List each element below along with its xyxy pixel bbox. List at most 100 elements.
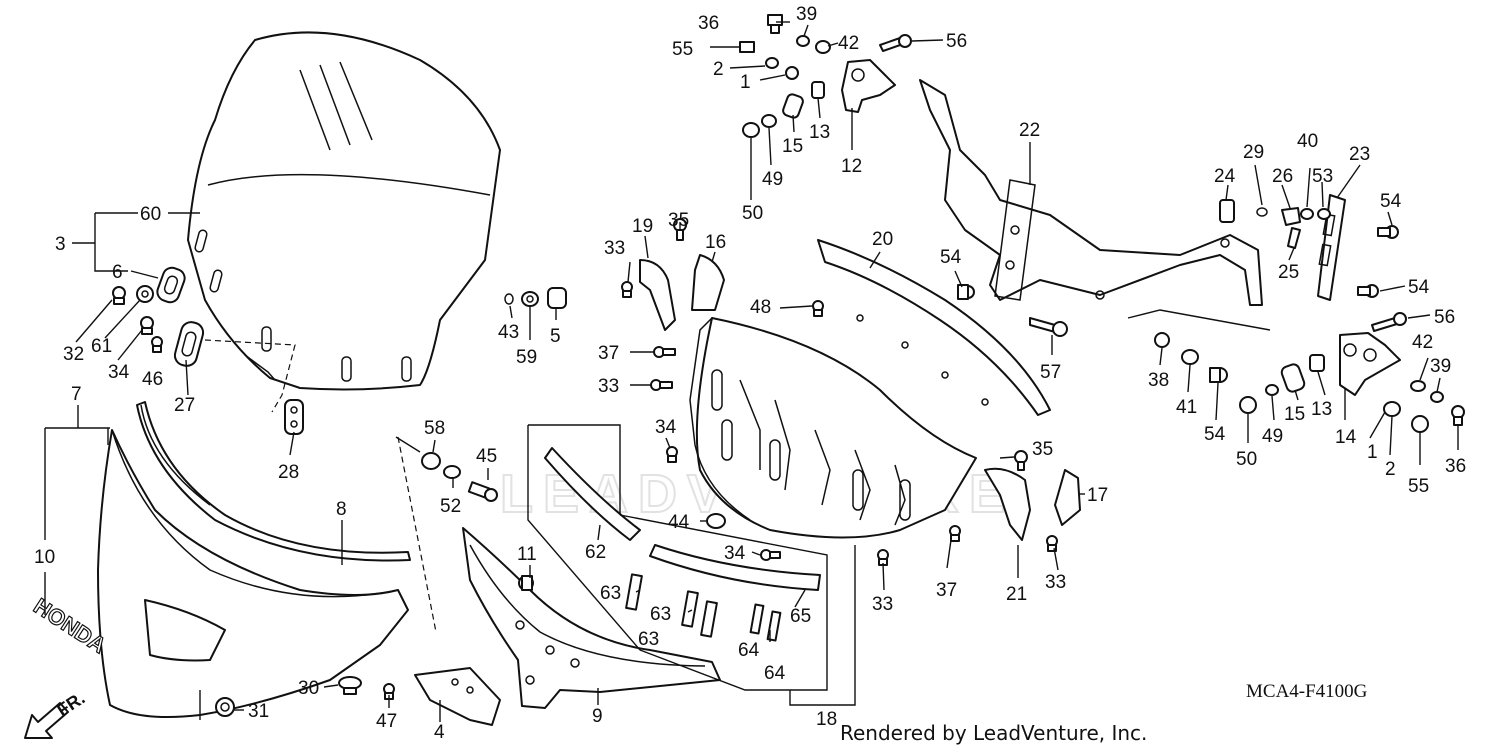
- callout-3: 3: [55, 234, 66, 255]
- callout-55: 55: [1408, 476, 1429, 497]
- callout-61: 61: [91, 336, 112, 357]
- windscreen[interactable]: [187, 31, 501, 391]
- callout-56: 56: [946, 31, 967, 52]
- callout-36: 36: [1445, 456, 1466, 477]
- callout-58: 58: [424, 418, 445, 439]
- leader-lines: [75, 21, 1459, 722]
- right-brackets[interactable]: [984, 467, 1081, 541]
- callout-46: 46: [142, 369, 163, 390]
- callout-48: 48: [750, 297, 771, 318]
- callout-35: 35: [1032, 439, 1053, 460]
- callout-27: 27: [174, 395, 195, 416]
- callout-12: 12: [841, 156, 862, 177]
- windscreen-fasteners[interactable]: [112, 265, 304, 435]
- callout-4: 4: [434, 722, 445, 743]
- callout-50: 50: [1236, 449, 1257, 470]
- callout-42: 42: [1412, 332, 1433, 353]
- callout-2: 2: [713, 59, 724, 80]
- callout-37: 37: [936, 580, 957, 601]
- callout-39: 39: [796, 4, 817, 25]
- callout-11: 11: [517, 544, 537, 565]
- callout-29: 29: [1243, 142, 1264, 163]
- callout-54: 54: [1380, 191, 1402, 212]
- callout-25: 25: [1278, 262, 1299, 283]
- callout-57: 57: [1040, 362, 1061, 383]
- callout-1: 1: [740, 72, 751, 93]
- callout-50: 50: [742, 203, 763, 224]
- callout-43: 43: [498, 322, 519, 343]
- callout-55: 55: [672, 39, 693, 60]
- callout-42: 42: [838, 33, 859, 54]
- callout-44: 44: [668, 512, 690, 533]
- callout-33: 33: [604, 238, 625, 259]
- callout-39: 39: [1430, 356, 1451, 377]
- callout-13: 13: [809, 122, 830, 143]
- callout-33: 33: [598, 376, 619, 397]
- callout-56: 56: [1434, 307, 1455, 328]
- callout-45: 45: [476, 446, 497, 467]
- callout-53: 53: [1312, 166, 1333, 187]
- callout-24: 24: [1214, 166, 1236, 187]
- inner-center-panel[interactable]: [462, 527, 721, 709]
- callout-54: 54: [1408, 277, 1430, 298]
- callout-14: 14: [1335, 427, 1357, 448]
- callout-18: 18: [816, 709, 837, 730]
- callout-63: 63: [638, 629, 659, 650]
- fairing-stay[interactable]: [919, 79, 1263, 306]
- callout-40: 40: [1297, 131, 1318, 152]
- callout-47: 47: [376, 711, 397, 732]
- callout-32: 32: [63, 344, 84, 365]
- callout-52: 52: [440, 496, 461, 517]
- callout-9: 9: [592, 706, 603, 727]
- side-bracket[interactable]: [414, 667, 501, 726]
- callout-33: 33: [1045, 572, 1066, 593]
- callout-6: 6: [112, 262, 123, 283]
- callout-7: 7: [71, 384, 82, 405]
- callout-13: 13: [1311, 399, 1332, 420]
- hardware[interactable]: [215, 14, 1465, 717]
- callout-8: 8: [336, 499, 347, 520]
- callout-15: 15: [782, 136, 803, 157]
- callout-34: 34: [655, 417, 677, 438]
- callout-38: 38: [1148, 370, 1169, 391]
- meter-panel[interactable]: [689, 317, 977, 539]
- inner-cover[interactable]: [817, 239, 1051, 416]
- callout-19: 19: [632, 216, 653, 237]
- callout-36: 36: [698, 13, 719, 34]
- callout-30: 30: [298, 678, 319, 699]
- mirror-mounts[interactable]: [841, 59, 1401, 396]
- callout-35: 35: [668, 210, 689, 231]
- callout-59: 59: [516, 347, 537, 368]
- callout-33: 33: [872, 594, 893, 615]
- callout-28: 28: [278, 462, 299, 483]
- callout-31: 31: [248, 701, 269, 722]
- callout-17: 17: [1087, 485, 1108, 506]
- left-brackets[interactable]: [639, 254, 725, 331]
- render-credit: Rendered by LeadVenture, Inc.: [840, 721, 1147, 745]
- callout-49: 49: [762, 169, 783, 190]
- diagram-code: MCA4-F4100G: [1246, 681, 1368, 702]
- callout-26: 26: [1272, 166, 1293, 187]
- callout-1: 1: [1367, 442, 1378, 463]
- callout-54: 54: [1204, 424, 1226, 445]
- callout-49: 49: [1262, 426, 1283, 447]
- front-direction-arrow: FR.: [24, 688, 89, 739]
- callout-64: 64: [764, 663, 786, 684]
- callout-34: 34: [108, 362, 130, 383]
- group-brackets: [44, 212, 138, 615]
- callout-60: 60: [140, 204, 161, 225]
- callout-5: 5: [550, 326, 561, 347]
- callout-23: 23: [1349, 144, 1370, 165]
- callout-63: 63: [600, 583, 621, 604]
- callout-65: 65: [790, 606, 811, 627]
- callout-22: 22: [1019, 120, 1040, 141]
- callout-64: 64: [738, 640, 760, 661]
- callout-16: 16: [705, 232, 726, 253]
- callout-21: 21: [1006, 584, 1027, 605]
- front-cowl[interactable]: [97, 401, 411, 719]
- trim-strips[interactable]: [544, 447, 821, 642]
- callout-37: 37: [598, 343, 619, 364]
- callout-62: 62: [585, 542, 606, 563]
